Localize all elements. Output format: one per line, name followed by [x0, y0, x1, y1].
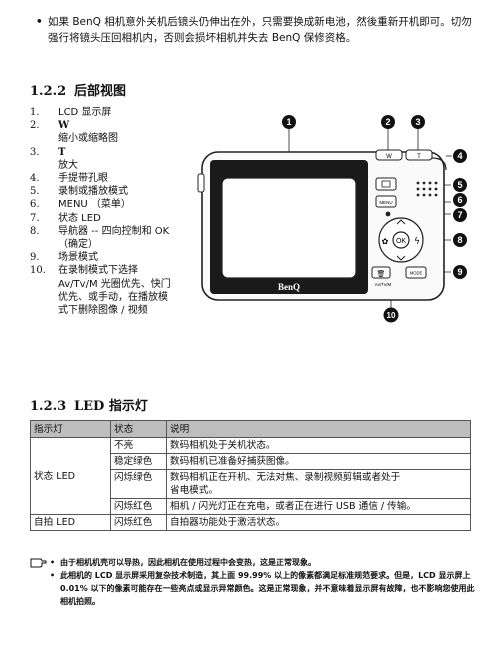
note-item: 此相机的 LCD 显示屏采用复杂技术制造，其上面 99.99% 以上的像素都满足…	[50, 569, 480, 608]
table-header-row: 指示灯 状态 说明	[30, 420, 471, 438]
section-number: 1.2.2	[30, 84, 67, 99]
svg-text:6: 6	[457, 195, 462, 205]
list-item: 9.场景模式	[30, 252, 98, 264]
delete-button	[371, 266, 391, 279]
list-item: 7.状态 LED	[30, 212, 101, 224]
note-hand-icon	[30, 558, 47, 568]
w-label: W	[386, 154, 392, 160]
ok-button	[392, 231, 410, 249]
led-name-cell: 状态 LED	[30, 437, 111, 515]
intro-text: 如果 BenQ 相机意外关机后镜头仍伸出在外，只需要换成新电池，然後重新开机即可…	[48, 16, 472, 44]
section-heading-rear-view: 1.2.2 后部视图	[30, 80, 126, 99]
speaker-grille	[416, 181, 438, 197]
menu-button	[375, 195, 397, 208]
svg-text:8: 8	[457, 235, 462, 245]
t-button	[405, 149, 433, 161]
svg-text:7: 7	[457, 210, 462, 220]
mode-button	[405, 266, 427, 279]
bullet-dot: •	[36, 16, 43, 28]
menu-label: MENU	[379, 200, 392, 205]
avtvm-label: Av/Tv/M	[375, 282, 392, 287]
callout-7	[453, 208, 467, 222]
svg-text:2: 2	[385, 117, 390, 127]
section-title: LED 指示灯	[74, 399, 148, 414]
callout-6	[453, 193, 467, 207]
table-row: 状态 LED 不亮 数码相机处于关机状态。	[30, 437, 471, 515]
led-name-cell: 自拍 LED	[30, 514, 111, 531]
callout-2	[381, 115, 395, 129]
section-number: 1.2.3	[30, 399, 67, 414]
lcd-screen	[221, 177, 357, 279]
ok-label: OK	[396, 238, 406, 245]
callout-3	[411, 115, 425, 129]
table-row: 稳定绿色 数码相机已准备好捕获图像。	[31, 453, 471, 470]
callout-5	[453, 178, 467, 192]
callout-4	[453, 149, 467, 163]
list-item: 5.录制或播放模式	[30, 186, 128, 198]
play-button	[375, 177, 397, 191]
svg-text:9: 9	[457, 267, 462, 277]
callout-8	[453, 233, 467, 247]
section-title: 后部视图	[74, 84, 127, 99]
led-table: 指示灯 状态 说明 状态 LED 不亮 数码相机处于关机状态。 稳定绿色 数码相…	[30, 420, 471, 531]
intro-bullet: • 如果 BenQ 相机意外关机后镜头仍伸出在外，只需要换成新电池，然後重新开机…	[36, 14, 478, 46]
flash-icon: ϟ	[414, 237, 420, 247]
note-item: 由于相机机壳可以导热，因此相机在使用过程中会变热，这是正常现象。	[50, 556, 480, 569]
list-item: 1.LCD 显示屏	[30, 107, 112, 118]
strap-eyelet	[431, 157, 447, 171]
svg-text:1: 1	[286, 117, 291, 127]
callout-9	[453, 265, 467, 279]
status-led	[385, 211, 391, 217]
camera-rear-diagram: W T BenQ MENU OK ✿ ϟ 🗑 Av/Tv/M	[197, 115, 467, 323]
mode-label: MODE	[410, 271, 423, 276]
svg-text:4: 4	[457, 151, 462, 161]
macro-icon: ✿	[382, 237, 389, 246]
table-row: 闪烁绿色 数码相机正在开机、无法对焦、录制视频剪辑或者处于省电模式。	[31, 469, 471, 499]
t-label: T	[417, 154, 421, 160]
section-heading-led: 1.2.3 LED 指示灯	[30, 395, 148, 414]
table-row: 自拍 LED 闪烁红色 自拍器功能处于激活状态。	[30, 514, 471, 531]
list-item: 6.MENU （菜单）	[30, 199, 131, 211]
notes-section: 由于相机机壳可以导热，因此相机在使用过程中会变热，这是正常现象。 此相机的 LC…	[30, 556, 480, 608]
svg-text:3: 3	[415, 117, 420, 127]
list-item: 4.手提带孔眼	[30, 173, 108, 185]
trash-icon: 🗑	[377, 269, 386, 278]
list-item: 8.导航器 -- 四向控制和 OK（确定）	[30, 225, 170, 251]
w-button	[375, 149, 403, 161]
brand-logo: BenQ	[278, 282, 300, 292]
callout-1	[282, 115, 296, 129]
svg-text:5: 5	[457, 180, 462, 190]
callout-10	[383, 307, 399, 323]
svg-text:10: 10	[387, 311, 396, 320]
